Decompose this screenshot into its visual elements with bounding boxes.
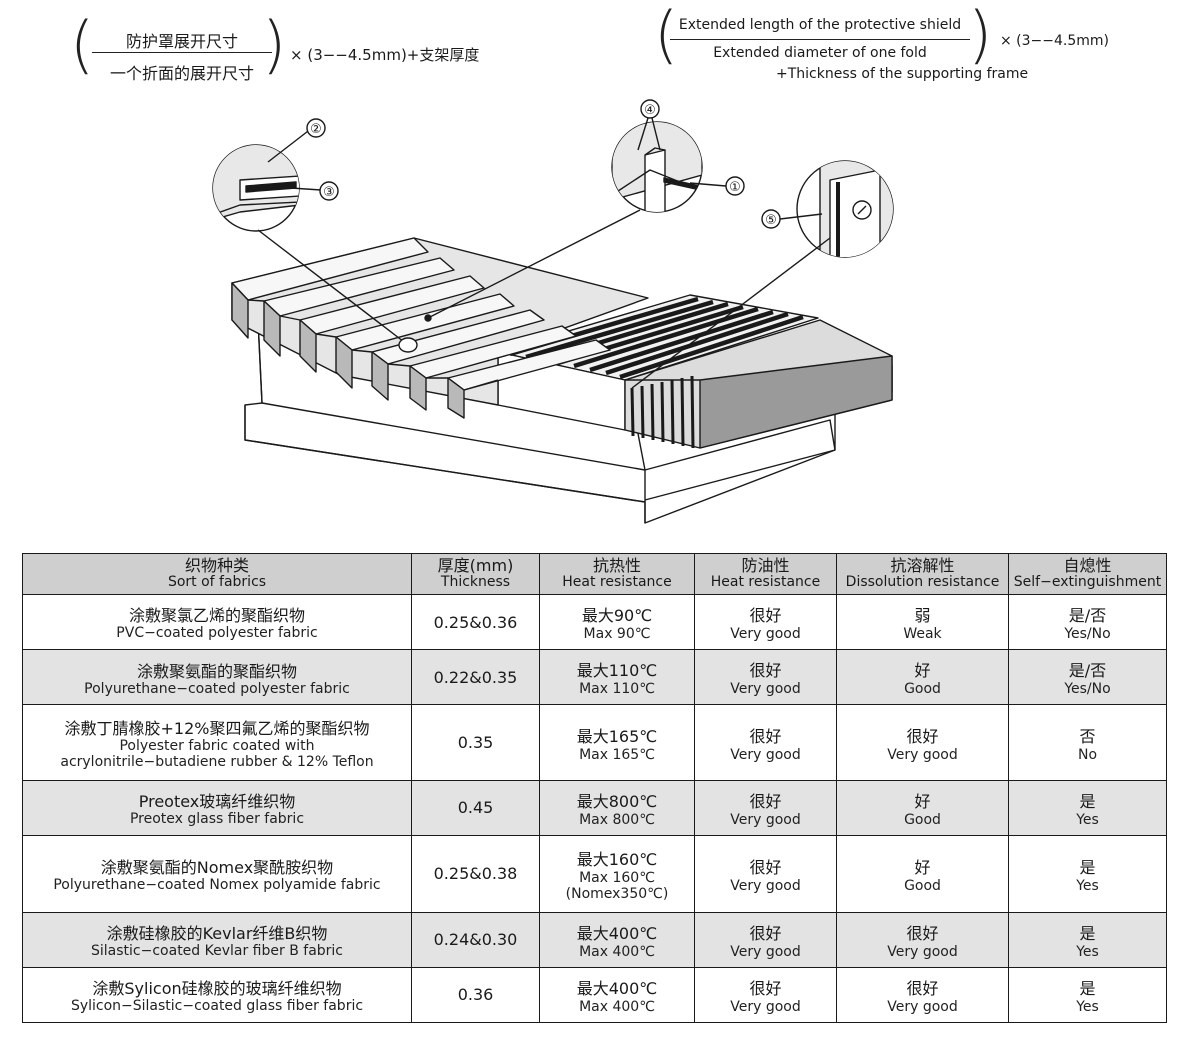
callout-2: ② bbox=[310, 122, 322, 137]
formula-zh-multiplier: × (3−−4.5mm)+支架厚度 bbox=[290, 46, 480, 64]
formula-en-numerator: Extended length of the protective shield bbox=[678, 17, 962, 33]
right-parenthesis: ) bbox=[262, 8, 287, 81]
callout-3: ③ bbox=[323, 185, 335, 200]
left-parenthesis: ( bbox=[70, 8, 95, 81]
callout-4: ④ bbox=[644, 103, 656, 118]
header-thickness: 厚度(mm)Thickness bbox=[411, 553, 540, 595]
callout-1: ① bbox=[729, 180, 741, 195]
formula-en-suffix: +Thickness of the supporting frame bbox=[776, 66, 1029, 82]
detail-circle-end-plate bbox=[631, 160, 894, 389]
detail-circle-rib-joint bbox=[424, 99, 745, 322]
detail-circle-side-frame bbox=[212, 118, 409, 346]
formula-zh-denominator: 一个折面的展开尺寸 bbox=[109, 64, 254, 83]
formula-zh-fraction-line bbox=[92, 52, 272, 54]
ring-marker bbox=[398, 337, 418, 353]
formula-en-denominator: Extended diameter of one fold bbox=[713, 45, 927, 61]
bellows-cover-illustration: ① ② ③ ④ ⑤ bbox=[212, 99, 894, 524]
right-parenthesis: ) bbox=[968, 0, 993, 71]
left-parenthesis: ( bbox=[654, 0, 679, 71]
formula-zh-numerator: 防护罩展开尺寸 bbox=[125, 32, 238, 51]
formula-en-multiplier: × (3−−4.5mm) bbox=[1000, 33, 1110, 49]
callout-5: ⑤ bbox=[765, 213, 777, 228]
formula-en-fraction-line bbox=[670, 39, 970, 41]
left-bellows bbox=[231, 237, 649, 419]
